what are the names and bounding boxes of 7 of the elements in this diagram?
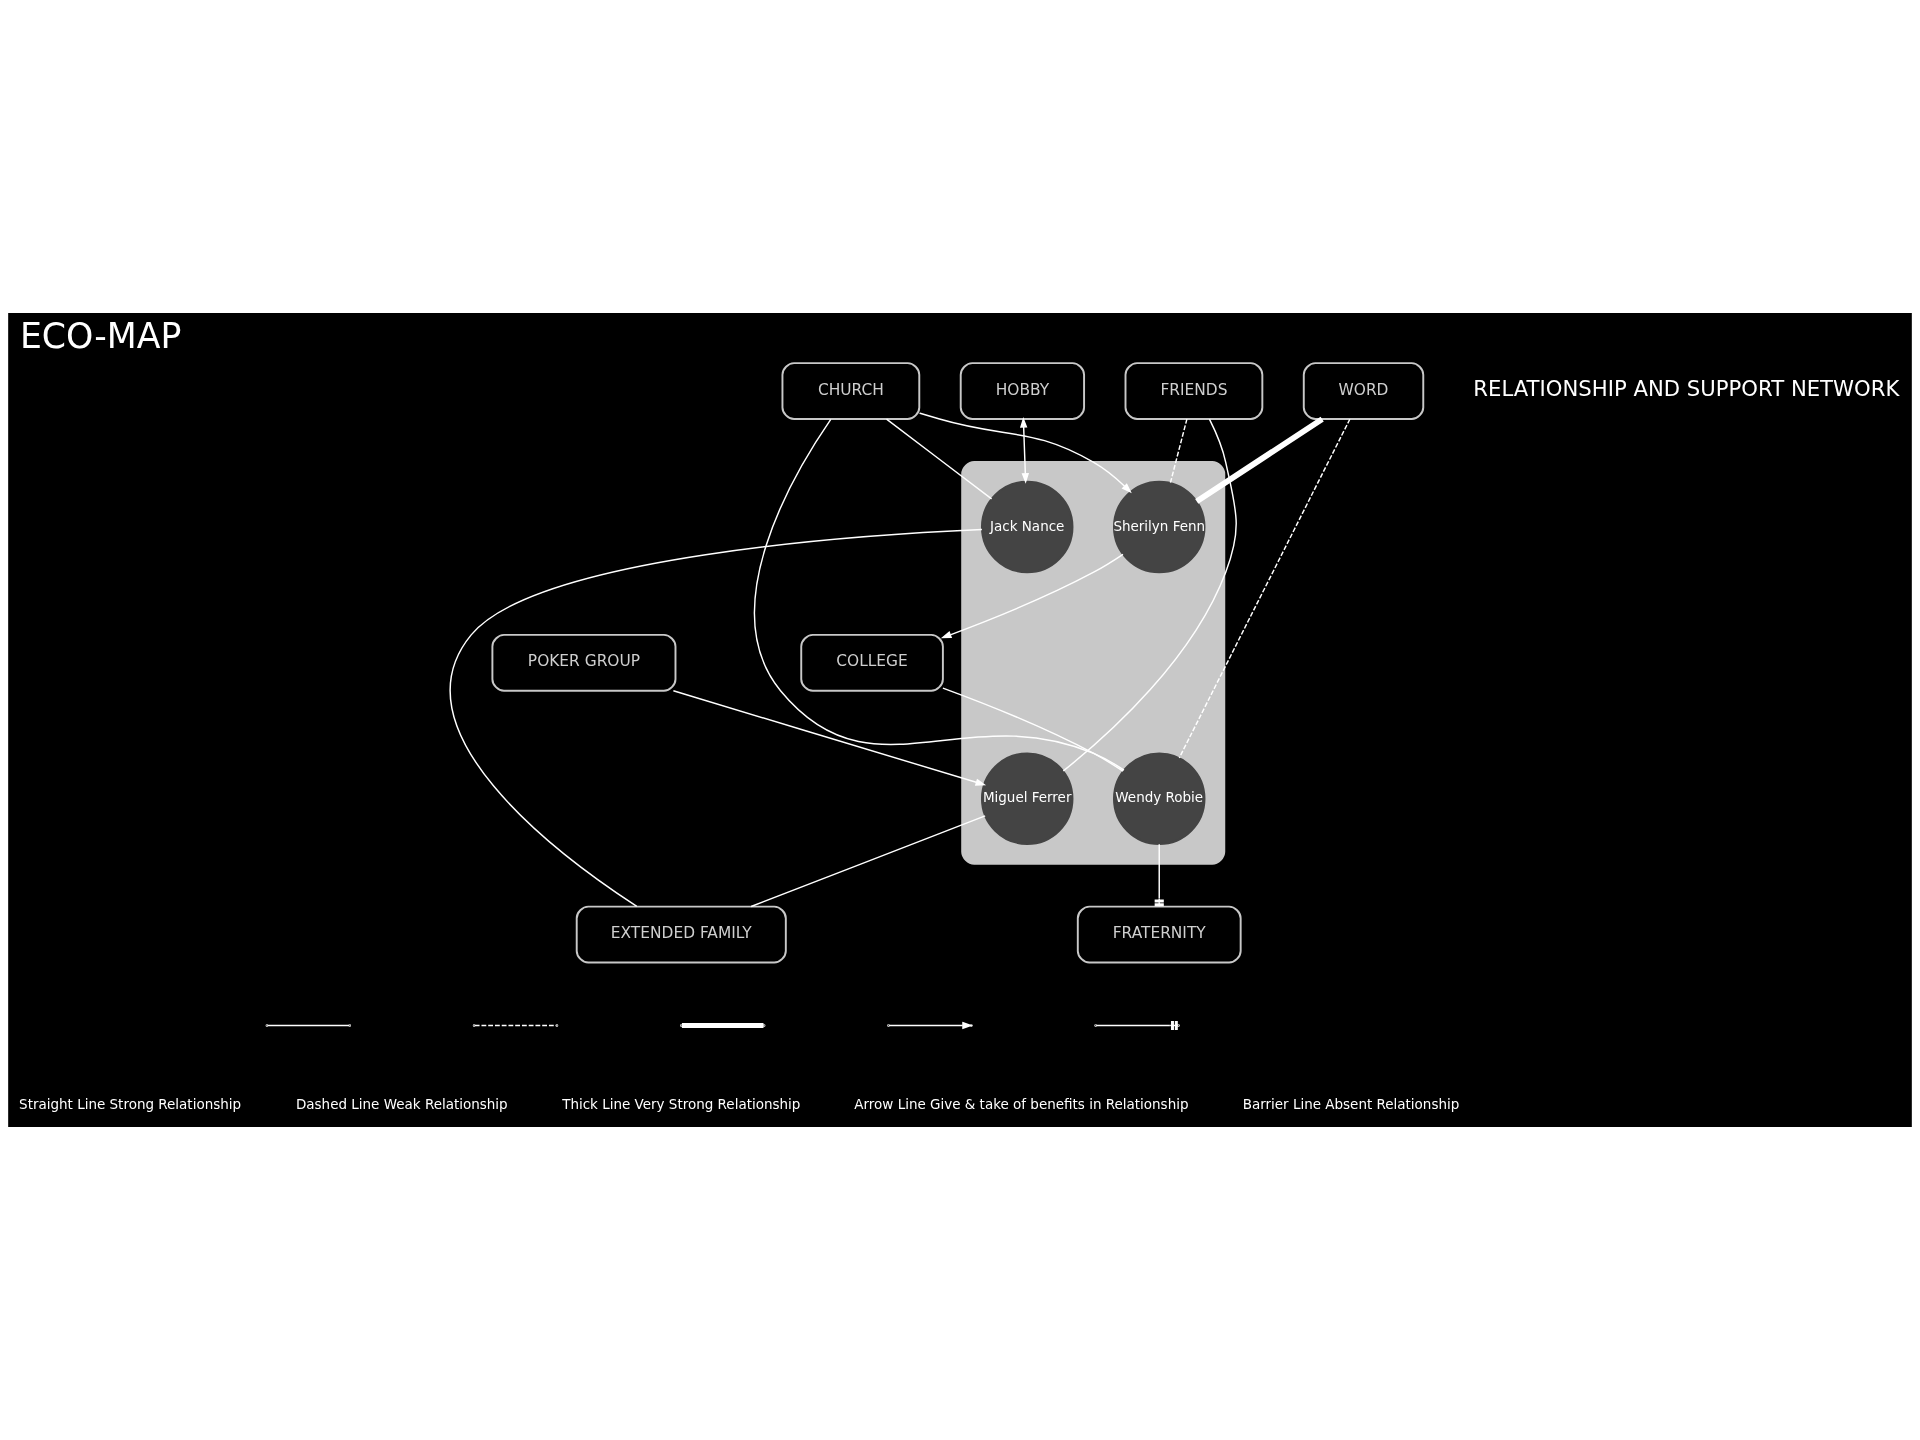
legend-label: Dashed Line Weak Relationship [295,1096,508,1113]
legend-label: Barrier Line Absent Relationship [1242,1096,1460,1113]
legend-label: Thick Line Very Strong Relationship [562,1096,801,1113]
diagram-title: ECO-MAP [19,316,182,357]
label: RELATIONSHIP AND SUPPORT NETWORK [1473,376,1900,402]
legend-label: Straight Line Strong Relationship [19,1096,242,1113]
legend-label: Arrow Line Give & take of benefits in Relationship [854,1096,1189,1113]
